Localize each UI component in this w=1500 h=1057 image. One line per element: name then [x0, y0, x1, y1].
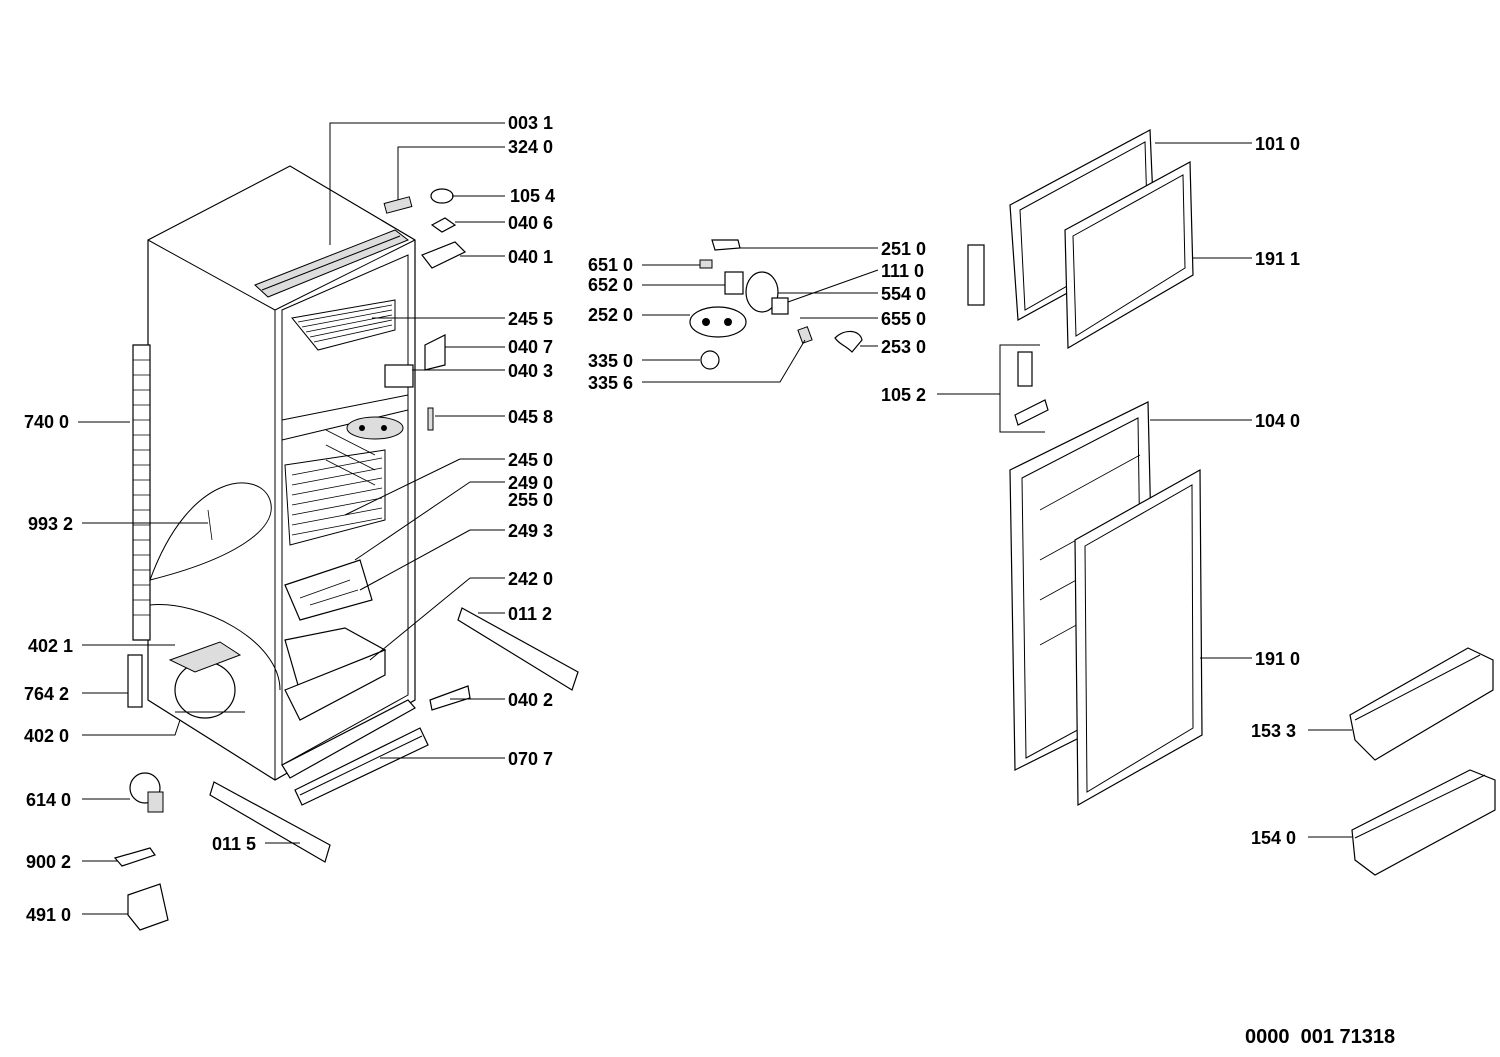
label-040-6: 040 6 [508, 213, 553, 233]
label-045-8: 045 8 [508, 407, 553, 427]
label-655-0: 655 0 [881, 309, 926, 329]
cabinet-drawing [132, 165, 416, 781]
label-154-0: 154 0 [1251, 828, 1296, 848]
label-040-3: 040 3 [508, 361, 553, 381]
label-101-0: 101 0 [1255, 134, 1300, 154]
label-191-1: 191 1 [1255, 249, 1300, 269]
label-242-0: 242 0 [508, 569, 553, 589]
label-335-0: 335 0 [588, 351, 633, 371]
label-040-1: 040 1 [508, 247, 553, 267]
label-003-1: 003 1 [508, 113, 553, 133]
drawing-number: 0000 001 71318 [1245, 1026, 1395, 1048]
label-253-0: 253 0 [881, 337, 926, 357]
label-402-0: 402 0 [24, 726, 69, 746]
label-554-0: 554 0 [881, 284, 926, 304]
label-900-2: 900 2 [26, 852, 71, 872]
label-252-0: 252 0 [588, 305, 633, 325]
label-324-0: 324 0 [508, 137, 553, 157]
label-249-0: 249 0 [508, 473, 553, 493]
cabinet-small-parts [113, 188, 579, 931]
part-labels: 003 1 324 0 105 4 040 6 040 1 245 5 040 … [24, 113, 1395, 1048]
label-011-5: 011 5 [212, 834, 256, 854]
label-251-0: 251 0 [881, 239, 926, 259]
label-740-0: 740 0 [24, 412, 69, 432]
label-255-0: 255 0 [508, 490, 553, 510]
label-070-7: 070 7 [508, 749, 553, 769]
label-040-7: 040 7 [508, 337, 553, 357]
label-011-2: 011 2 [508, 604, 552, 624]
label-652-0: 652 0 [588, 275, 633, 295]
label-191-0: 191 0 [1255, 649, 1300, 669]
label-105-4: 105 4 [510, 186, 555, 206]
label-402-1: 402 1 [28, 636, 73, 656]
label-651-0: 651 0 [588, 255, 633, 275]
label-245-0: 245 0 [508, 450, 553, 470]
lamp-thermostat-parts [689, 239, 985, 370]
label-105-2: 105 2 [881, 385, 926, 405]
label-993-2: 993 2 [28, 514, 73, 534]
label-111-0: 111 0 [881, 261, 924, 281]
label-764-2: 764 2 [24, 684, 69, 704]
label-614-0: 614 0 [26, 790, 71, 810]
leader-lines [78, 122, 1352, 915]
label-335-6: 335 6 [588, 373, 633, 393]
label-104-0: 104 0 [1255, 411, 1300, 431]
label-245-5: 245 5 [508, 309, 553, 329]
label-153-3: 153 3 [1251, 721, 1296, 741]
door-drawings [999, 129, 1496, 876]
label-491-0: 491 0 [26, 905, 71, 925]
label-249-3: 249 3 [508, 521, 553, 541]
label-040-2: 040 2 [508, 690, 553, 710]
